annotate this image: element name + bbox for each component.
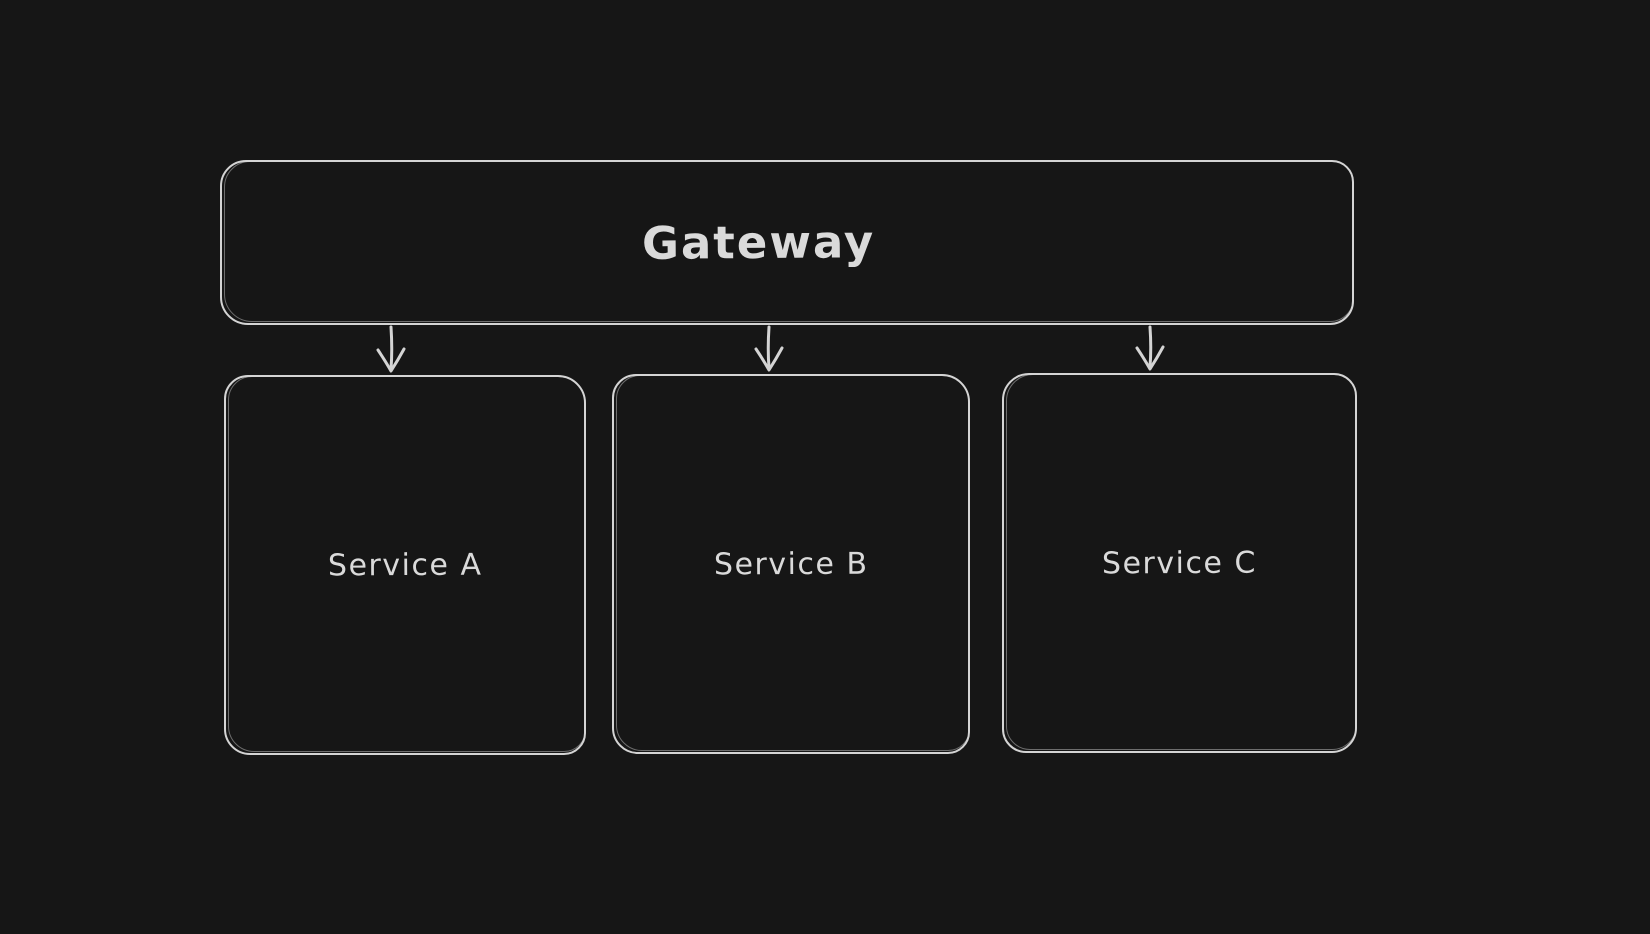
gateway-label: Gateway: [642, 215, 876, 270]
arrow-gateway-to-service-b-icon[interactable]: [754, 325, 784, 372]
service-b-label: Service B: [713, 546, 869, 582]
gateway-node[interactable]: Gateway: [220, 160, 1354, 325]
service-b-node[interactable]: Service B: [612, 374, 970, 754]
arrow-gateway-to-service-c-icon[interactable]: [1135, 325, 1165, 371]
service-a-node[interactable]: Service A: [224, 375, 586, 755]
service-a-label: Service A: [327, 547, 483, 583]
service-c-node[interactable]: Service C: [1002, 373, 1357, 753]
service-c-label: Service C: [1101, 545, 1258, 581]
arrow-gateway-to-service-a-icon[interactable]: [376, 325, 406, 373]
